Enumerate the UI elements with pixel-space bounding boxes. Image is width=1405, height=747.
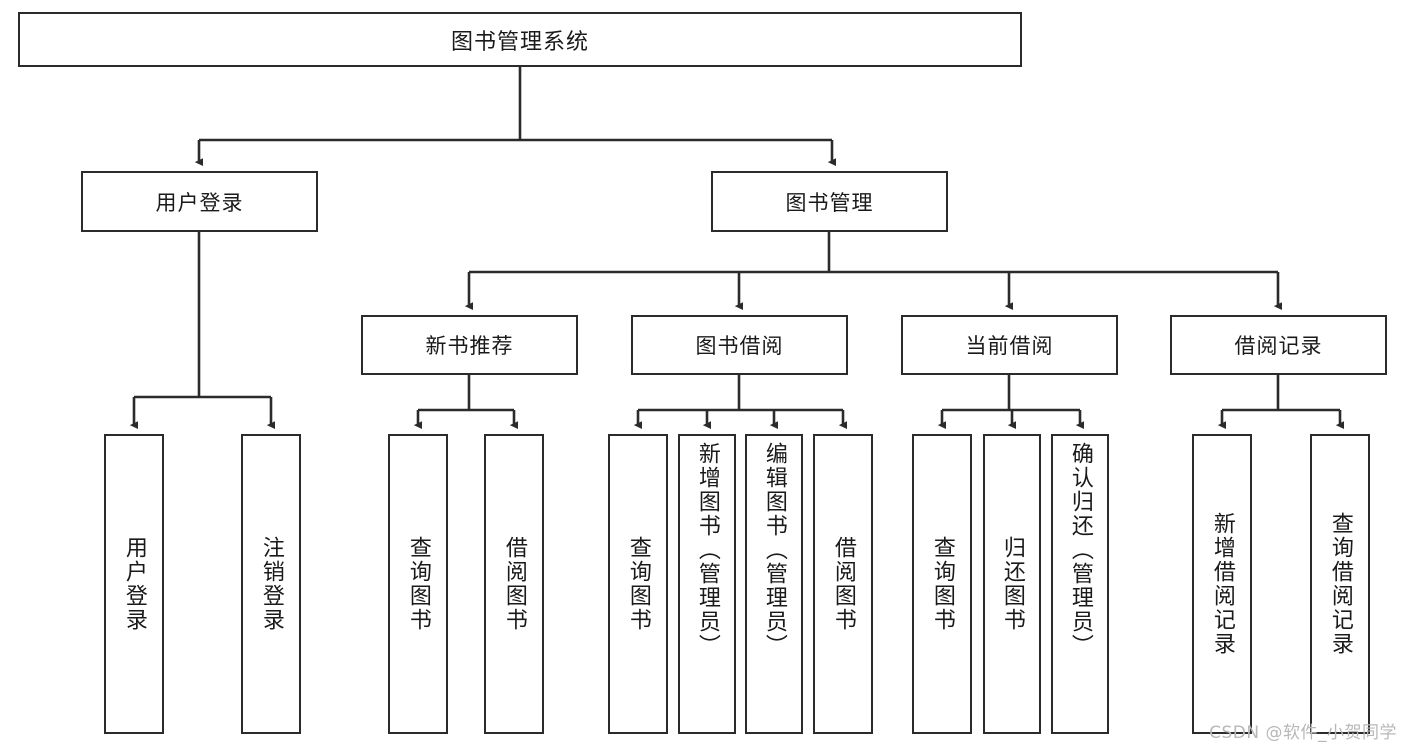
leaf-query-book-current[interactable]: 查询图书 — [912, 434, 972, 734]
node-user-login[interactable]: 用户登录 — [81, 171, 318, 232]
leaf-user-login[interactable]: 用户登录 — [104, 434, 164, 734]
node-label: 新增图书（管理员） — [694, 442, 720, 658]
node-label: 查询图书 — [625, 536, 651, 632]
node-current-borrow[interactable]: 当前借阅 — [901, 315, 1118, 375]
edges-bookmanage-to-level2 — [464, 232, 1283, 311]
node-label: 借阅图书 — [501, 536, 527, 632]
node-label: 查询借阅记录 — [1327, 512, 1353, 656]
edges-userlogin-to-leaves — [129, 232, 276, 430]
leaf-logout[interactable]: 注销登录 — [241, 434, 301, 734]
leaf-borrow-book[interactable]: 借阅图书 — [813, 434, 873, 734]
node-borrow-record[interactable]: 借阅记录 — [1170, 315, 1387, 375]
edges-bookborrow-to-leaves — [633, 375, 848, 430]
node-label: 借阅图书 — [830, 536, 856, 632]
node-label: 新书推荐 — [425, 334, 514, 358]
node-book-borrow[interactable]: 图书借阅 — [631, 315, 848, 375]
node-label: 图书管理 — [785, 190, 874, 215]
leaf-query-book-borrow[interactable]: 查询图书 — [608, 434, 668, 734]
watermark-text: CSDN @软件_小贺同学 — [1209, 723, 1397, 743]
edges-currentborrow-to-leaves — [937, 375, 1085, 430]
leaf-add-borrow-record[interactable]: 新增借阅记录 — [1192, 434, 1252, 734]
node-label: 当前借阅 — [965, 334, 1054, 358]
node-label: 注销登录 — [258, 536, 284, 632]
node-new-book-recommend[interactable]: 新书推荐 — [361, 315, 578, 375]
node-label: 编辑图书（管理员） — [761, 442, 787, 658]
node-book-management-system[interactable]: 图书管理系统 — [18, 12, 1022, 67]
leaf-borrow-book-recommend[interactable]: 借阅图书 — [484, 434, 544, 734]
node-book-management[interactable]: 图书管理 — [711, 171, 948, 232]
leaf-query-borrow-record[interactable]: 查询借阅记录 — [1310, 434, 1370, 734]
node-label: 归还图书 — [999, 536, 1025, 632]
node-label: 查询图书 — [929, 536, 955, 632]
node-label: 借阅记录 — [1234, 334, 1323, 358]
leaf-edit-book-admin[interactable]: 编辑图书（管理员） — [745, 434, 803, 734]
leaf-add-book-admin[interactable]: 新增图书（管理员） — [678, 434, 736, 734]
edges-newbook-to-leaves — [413, 375, 519, 430]
node-label: 用户登录 — [121, 536, 147, 632]
leaf-query-book-recommend[interactable]: 查询图书 — [388, 434, 448, 734]
edges-borrowrecord-to-leaves — [1217, 375, 1345, 430]
edges-root-to-level1 — [194, 67, 837, 167]
node-label: 用户登录 — [155, 190, 244, 215]
node-label: 图书管理系统 — [450, 29, 589, 55]
node-label: 确认归还（管理员） — [1067, 442, 1093, 658]
node-label: 图书借阅 — [695, 334, 784, 358]
leaf-confirm-return-admin[interactable]: 确认归还（管理员） — [1051, 434, 1109, 734]
node-label: 新增借阅记录 — [1209, 512, 1235, 656]
leaf-return-book[interactable]: 归还图书 — [983, 434, 1041, 734]
node-label: 查询图书 — [405, 536, 431, 632]
